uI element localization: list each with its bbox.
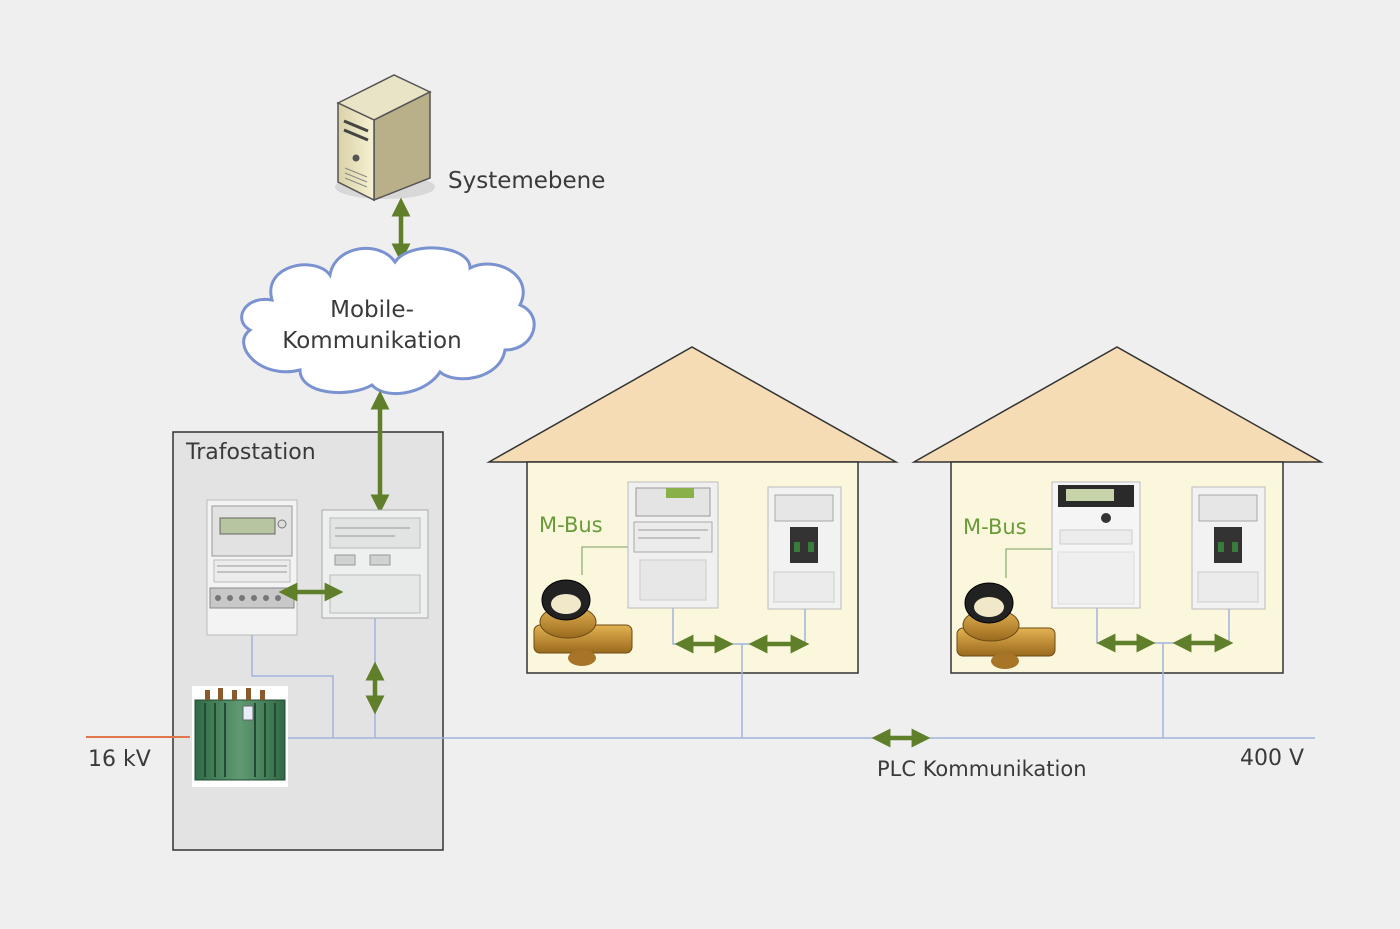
cloud-icon [240, 246, 536, 396]
mbus-label-1: M-Bus [539, 513, 603, 537]
transformer-icon [192, 686, 288, 787]
water-meter-icon [956, 582, 1056, 669]
low-voltage-label: 400 V [1240, 746, 1304, 771]
system-level-label: Systemebene [448, 168, 605, 194]
cloud-label-line2: Kommunikation [282, 328, 461, 354]
electricity-meter-icon [627, 481, 719, 609]
cloud-label-line1: Mobile- [330, 297, 414, 323]
electricity-meter-icon [206, 499, 298, 636]
data-concentrator-icon [321, 509, 429, 619]
medium-voltage-label: 16 kV [88, 747, 151, 772]
water-meter-icon [533, 579, 633, 666]
substation-label: Trafostation [185, 440, 316, 465]
data-concentrator-icon [1191, 486, 1266, 610]
substation-box [172, 431, 444, 851]
mbus-label-2: M-Bus [963, 515, 1027, 539]
server-tower-icon [335, 74, 435, 202]
plc-label: PLC Kommunikation [877, 757, 1087, 781]
data-concentrator-icon [767, 486, 842, 610]
electricity-meter-icon [1051, 481, 1141, 609]
